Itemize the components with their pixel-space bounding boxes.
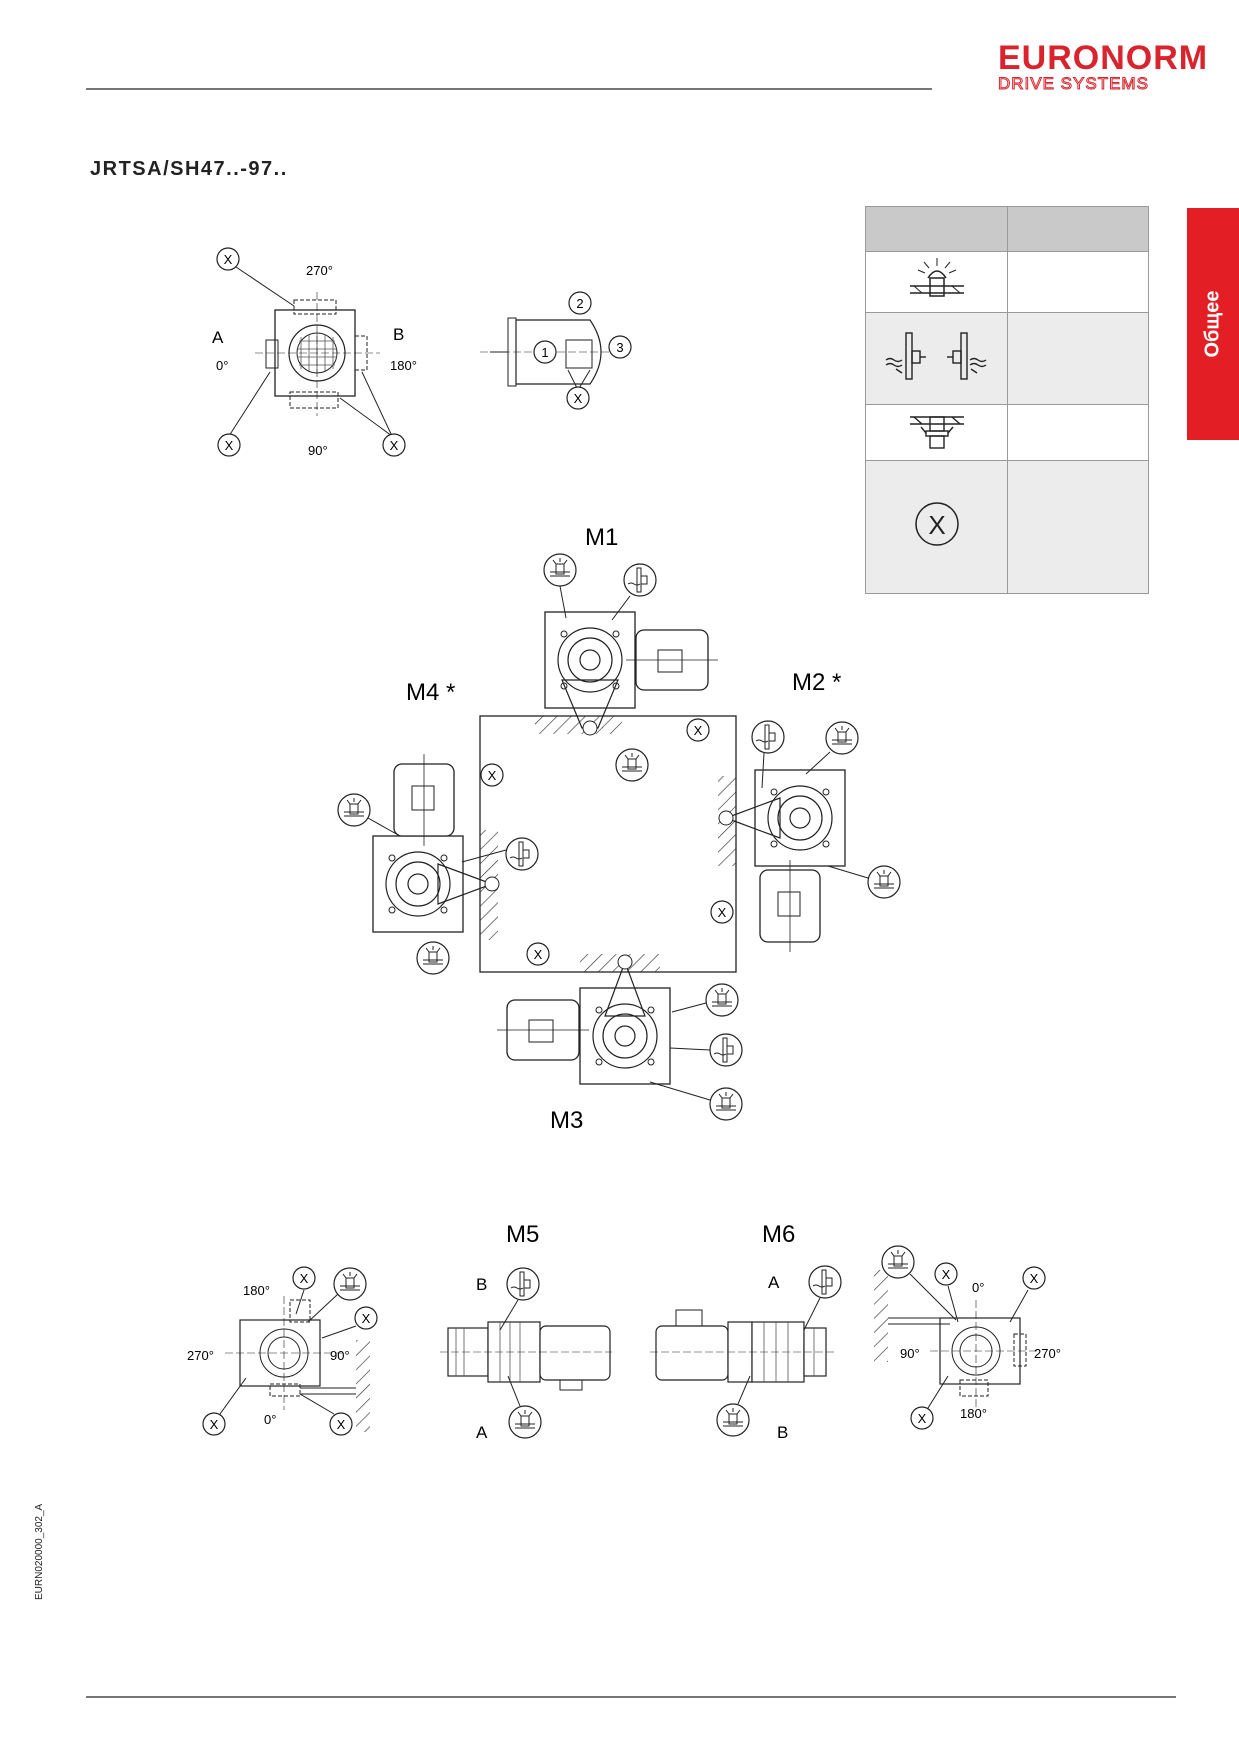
svg-text:180°: 180° — [243, 1283, 270, 1298]
svg-text:3: 3 — [616, 340, 623, 355]
document-id: EURN020000_302_A — [34, 1503, 45, 1600]
legend-row-level — [865, 312, 1149, 405]
svg-text:180°: 180° — [960, 1406, 987, 1421]
m4-label: M4 * — [406, 679, 455, 706]
m2-label: M2 * — [792, 669, 841, 696]
svg-text:X: X — [390, 438, 399, 453]
svg-text:0°: 0° — [216, 358, 228, 373]
x-mark-icon: X — [915, 502, 959, 546]
legend-header-row — [865, 206, 1149, 252]
svg-text:X: X — [718, 905, 727, 920]
page-title: JRTSA/SH47..-97.. — [90, 158, 288, 180]
m4-assembly: X M4 * — [337, 679, 539, 975]
svg-text:A: A — [476, 1423, 488, 1442]
svg-text:X: X — [918, 1411, 927, 1426]
svg-text:B: B — [777, 1423, 788, 1442]
svg-text:X: X — [534, 947, 543, 962]
header-rule — [86, 88, 932, 90]
m5-assembly: B A M5 — [440, 1221, 612, 1442]
legend-row-breather — [865, 251, 1149, 313]
m6-label: M6 — [762, 1221, 795, 1248]
top-front-view: X X X 270° 90° A 0° B 180° — [212, 247, 417, 458]
svg-text:A: A — [768, 1273, 780, 1292]
svg-text:X: X — [694, 723, 703, 738]
svg-text:180°: 180° — [390, 358, 417, 373]
svg-text:270°: 270° — [1034, 1346, 1061, 1361]
breather-plug-icon — [910, 258, 964, 297]
svg-text:X: X — [1030, 1271, 1039, 1286]
svg-text:1: 1 — [541, 345, 548, 360]
svg-text:X: X — [300, 1271, 309, 1286]
bottom-left-view: X X X X 180° 270° 90° 0° — [187, 1266, 378, 1436]
top-side-view: 2 1 3 X — [480, 291, 632, 410]
svg-text:X: X — [928, 510, 945, 540]
footer-rule — [86, 1696, 1176, 1698]
m2-assembly: X M2 * — [710, 669, 901, 953]
svg-text:X: X — [210, 1417, 219, 1432]
m5-label: M5 — [506, 1221, 539, 1248]
m1-label: M1 — [585, 524, 618, 551]
svg-text:X: X — [488, 768, 497, 783]
m3-label: M3 — [550, 1107, 583, 1134]
svg-text:2: 2 — [576, 296, 583, 311]
svg-text:X: X — [224, 252, 233, 267]
svg-text:270°: 270° — [306, 263, 333, 278]
svg-text:90°: 90° — [308, 443, 328, 458]
svg-text:X: X — [337, 1417, 346, 1432]
svg-text:0°: 0° — [972, 1280, 984, 1295]
drain-plug-icon — [910, 416, 964, 449]
symbol-legend-table: X — [865, 206, 1149, 594]
brand-logo: EURONORM — [998, 39, 1209, 77]
svg-text:90°: 90° — [330, 1348, 350, 1363]
legend-row-x: X — [865, 460, 1149, 594]
svg-text:X: X — [574, 391, 583, 406]
svg-text:B: B — [476, 1275, 487, 1294]
svg-text:B: B — [393, 325, 404, 344]
svg-text:X: X — [225, 438, 234, 453]
m3-assembly: X M3 — [496, 942, 743, 1134]
section-tab[interactable]: Общее — [1187, 208, 1239, 440]
svg-text:X: X — [942, 1267, 951, 1282]
svg-text:0°: 0° — [264, 1412, 276, 1427]
svg-text:270°: 270° — [187, 1348, 214, 1363]
bottom-right-view: X X X 0° 90° 270° 180° — [874, 1245, 1061, 1430]
svg-text:X: X — [362, 1311, 371, 1326]
svg-text:90°: 90° — [900, 1346, 920, 1361]
m6-assembly: A B M6 — [650, 1221, 842, 1442]
oil-level-plug-icon — [885, 332, 987, 380]
m1-assembly: X M1 — [543, 524, 719, 782]
svg-text:A: A — [212, 328, 224, 347]
brand-tagline: DRIVE SYSTEMS — [998, 74, 1149, 94]
